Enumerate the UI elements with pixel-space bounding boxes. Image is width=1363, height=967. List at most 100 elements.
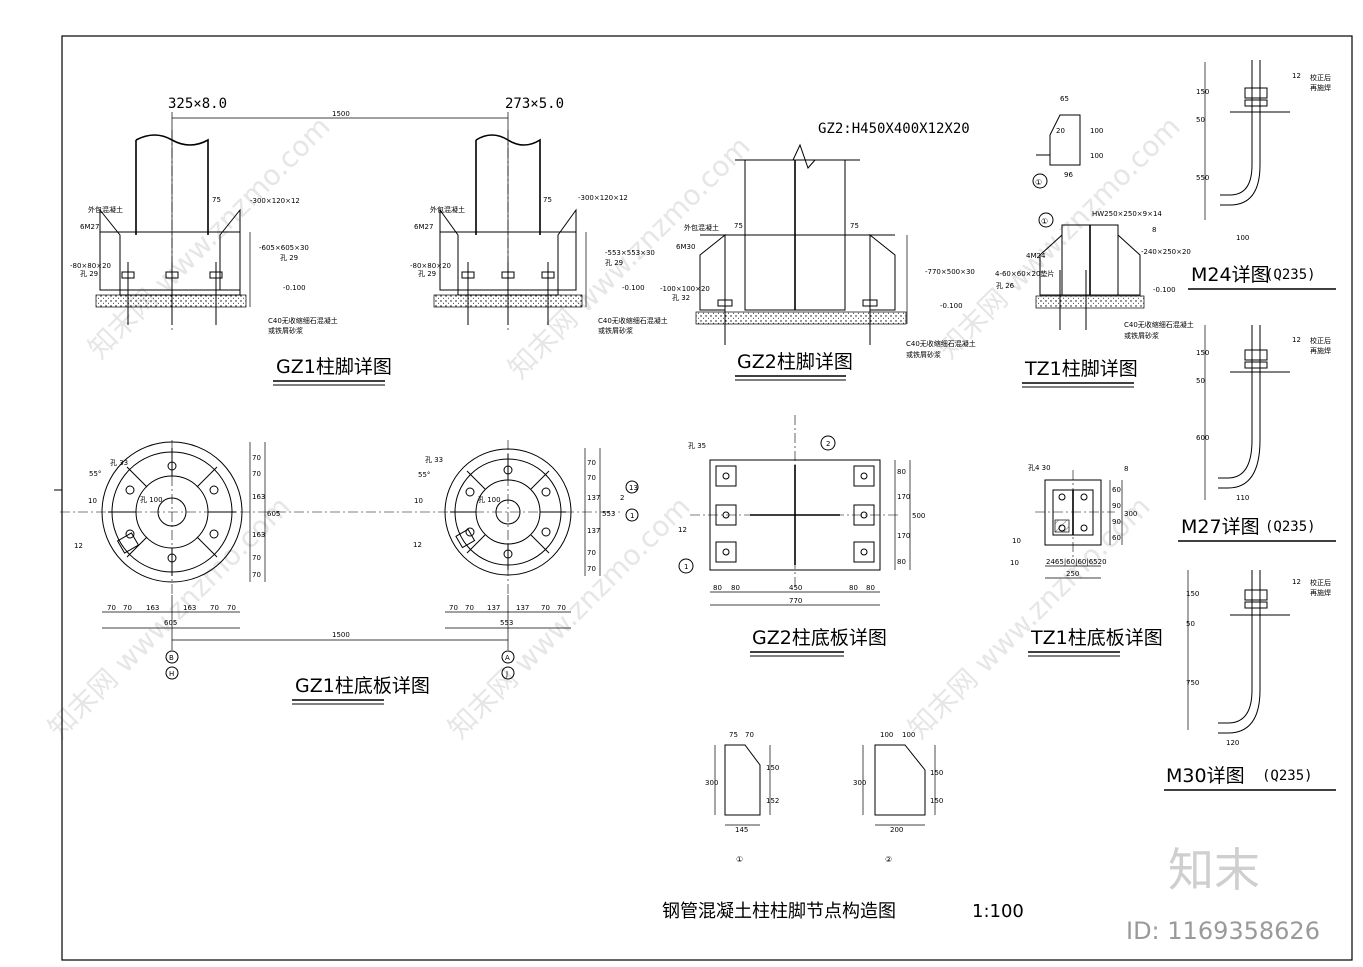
tz1-callout-id: ①: [1041, 217, 1048, 226]
watermark-logo: 知末: [1168, 843, 1260, 897]
m24-dim-2: 550: [1196, 174, 1209, 182]
watermark-diag-4: 知末网 www.znzmo.com: [42, 490, 297, 745]
gz2p-callout-1: 1: [684, 563, 688, 571]
tz1p-weld-label: 10: [1010, 559, 1019, 567]
gz2p-callout-2: 2: [826, 440, 830, 448]
gz1p-bot-b-3: 137: [516, 604, 529, 612]
m30-note-2: 再施焊: [1310, 588, 1331, 597]
scale-label: 1:100: [972, 901, 1024, 922]
m27-title: M27详图: [1181, 516, 1260, 538]
tz1p-weld-10: 10: [1012, 537, 1021, 545]
gz1p-bot-b-1: 70: [465, 604, 474, 612]
gz1p-inner-hole: 孔 100: [140, 496, 163, 504]
m30-note-1: 校正后: [1310, 578, 1331, 587]
tz1-foot-title: TZ1柱脚详图: [1024, 358, 1138, 380]
tz1p-hole-label: 孔4 30: [1028, 464, 1051, 472]
tz1-stiff-dim-20: 20: [1056, 127, 1065, 135]
anchor-m24: 150 50 550 100 12 校正后 再施焊 M24详图 (Q235): [1188, 60, 1336, 290]
tz1-stiff-dim-65: 65: [1060, 95, 1069, 103]
m30-dim-1: 50: [1186, 620, 1195, 628]
s1-id: ①: [736, 855, 743, 864]
axis-b: B: [169, 654, 174, 662]
axis-side-1: 1: [630, 512, 634, 520]
gz1p-weld-12-b: 12: [413, 541, 422, 549]
s2-top-0: 100: [880, 731, 893, 739]
m24-note-2: 再施焊: [1310, 83, 1331, 92]
gz2p-bot-4: 80: [866, 584, 875, 592]
gz1b-stiffener-label: -300×120×12: [578, 194, 628, 202]
gz2p-bot-3: 80: [849, 584, 858, 592]
gz2-grout-1: C40无收缩细石混凝土: [906, 339, 976, 348]
gz1-plate-label: -605×605×30: [259, 244, 309, 252]
gz1p-side-a-0: 70: [252, 454, 261, 462]
gz1p-weld-10: 10: [88, 497, 97, 505]
s2-right-0: 150: [930, 769, 943, 777]
gz1p-bot-b-4: 70: [541, 604, 550, 612]
gz2-level: -0.100: [940, 302, 963, 310]
gz1p-angle-label-b: 55°: [418, 471, 430, 479]
gz1-grout-1: C40无收缩细石混凝土: [268, 316, 338, 325]
gz2-plate-title: GZ2柱底板详图: [752, 627, 887, 649]
gz1b-hole-label: 孔 29: [418, 270, 436, 278]
gz1p-hole-label-b: 孔 33: [425, 456, 443, 464]
gz1-wrap-label: 外包混凝土: [88, 205, 123, 214]
tz1p-side-0: 60: [1112, 486, 1121, 494]
gz1p-side-a-2: 163: [252, 493, 265, 501]
gz1-grout-2: 或铁屑砂浆: [268, 326, 303, 335]
gz1p-side-b-0: 70: [587, 459, 596, 467]
gz2p-side-1: 170: [897, 493, 910, 501]
gz1-foot-detail: 1500 325×8.0 273×5.0 外包混凝土 6M27 -80×80×2…: [70, 96, 668, 386]
gz1-left-ribs: [108, 448, 236, 576]
axis-j: J: [505, 670, 508, 678]
gz2-washer-label: -100×100×20: [660, 285, 710, 293]
gz2p-weld: 12: [678, 526, 687, 534]
tz1-section-label: HW250×250×9×14: [1092, 210, 1162, 218]
anchor-m27: 150 50 600 110 12 校正后 再施焊 M27详图 (Q235): [1178, 325, 1336, 542]
gz2-grout-2: 或铁屑砂浆: [906, 350, 941, 359]
gz1-washer-label: -80×80×20: [70, 262, 111, 270]
gz2p-bot-total: 770: [789, 597, 802, 605]
gz1p-bot-a-0: 70: [107, 604, 116, 612]
m30-dim-2: 750: [1186, 679, 1199, 687]
tz1-plate-title: TZ1柱底板详图: [1030, 627, 1163, 649]
gz2-section-label: GZ2:H450X400X12X20: [818, 121, 970, 137]
gz2-dim-75b: 75: [850, 222, 859, 230]
gz1b-wrap-label: 外包混凝土: [430, 205, 465, 214]
gz1-bolt-label: 6M27: [80, 223, 99, 231]
gz1p-side-a-3: 163: [252, 531, 265, 539]
m27-dim-0: 150: [1196, 349, 1209, 357]
m24-grade: (Q235): [1265, 267, 1316, 283]
tz1-washer-label: 4-60×60×20垫片: [995, 269, 1054, 278]
stiffener-details: 75 70 300 150 152 145 ① 100 100 300 150 …: [705, 731, 943, 864]
gz1p-bot-b-2: 137: [487, 604, 500, 612]
s2-height: 300: [853, 779, 866, 787]
gz2p-bot-0: 80: [713, 584, 722, 592]
m27-note-1: 校正后: [1310, 336, 1331, 345]
gz1-stiffener-label: -300×120×12: [250, 197, 300, 205]
m27-dim-2: 600: [1196, 434, 1209, 442]
gz1p-bot-b-0: 70: [449, 604, 458, 612]
axis-side-13: 13: [629, 484, 638, 492]
watermark-diagonal: 知末网 www.znzmo.com 知末网 www.znzmo.com 知末网 …: [42, 110, 1187, 745]
m24-hook: 100: [1236, 234, 1249, 242]
gz1b-grout-2: 或铁屑砂浆: [598, 326, 633, 335]
s1-right-0: 150: [766, 764, 779, 772]
drawing-frame: [61, 35, 1353, 961]
s1-bottom: 145: [735, 826, 748, 834]
gz2-dim-75a: 75: [734, 222, 743, 230]
gz1-span-dim: 1500: [332, 110, 350, 118]
m30-hook: 120: [1226, 739, 1239, 747]
tz1-plate-label: -240×250×20: [1141, 248, 1191, 256]
watermark-id: ID: 1169358626: [1126, 917, 1320, 945]
gz1-dim-75: 75: [212, 196, 221, 204]
axis-a: A: [505, 654, 510, 662]
gz2p-bot-1: 80: [731, 584, 740, 592]
gz1p-bot-a-5: 70: [227, 604, 236, 612]
gz1p-side-a-4: 70: [252, 554, 261, 562]
gz1p-side-b-1: 70: [587, 474, 596, 482]
s2-bottom: 200: [890, 826, 903, 834]
tz1p-side-1: 90: [1112, 502, 1121, 510]
gz1-plate-detail: 孔 33 55° 孔 100 10 12 孔 33 55° 孔 100 10 1…: [60, 440, 639, 705]
tz1-foot-detail: 65 20 100 100 96 ① ① HW250×250×9×14 8 4M…: [995, 95, 1194, 388]
